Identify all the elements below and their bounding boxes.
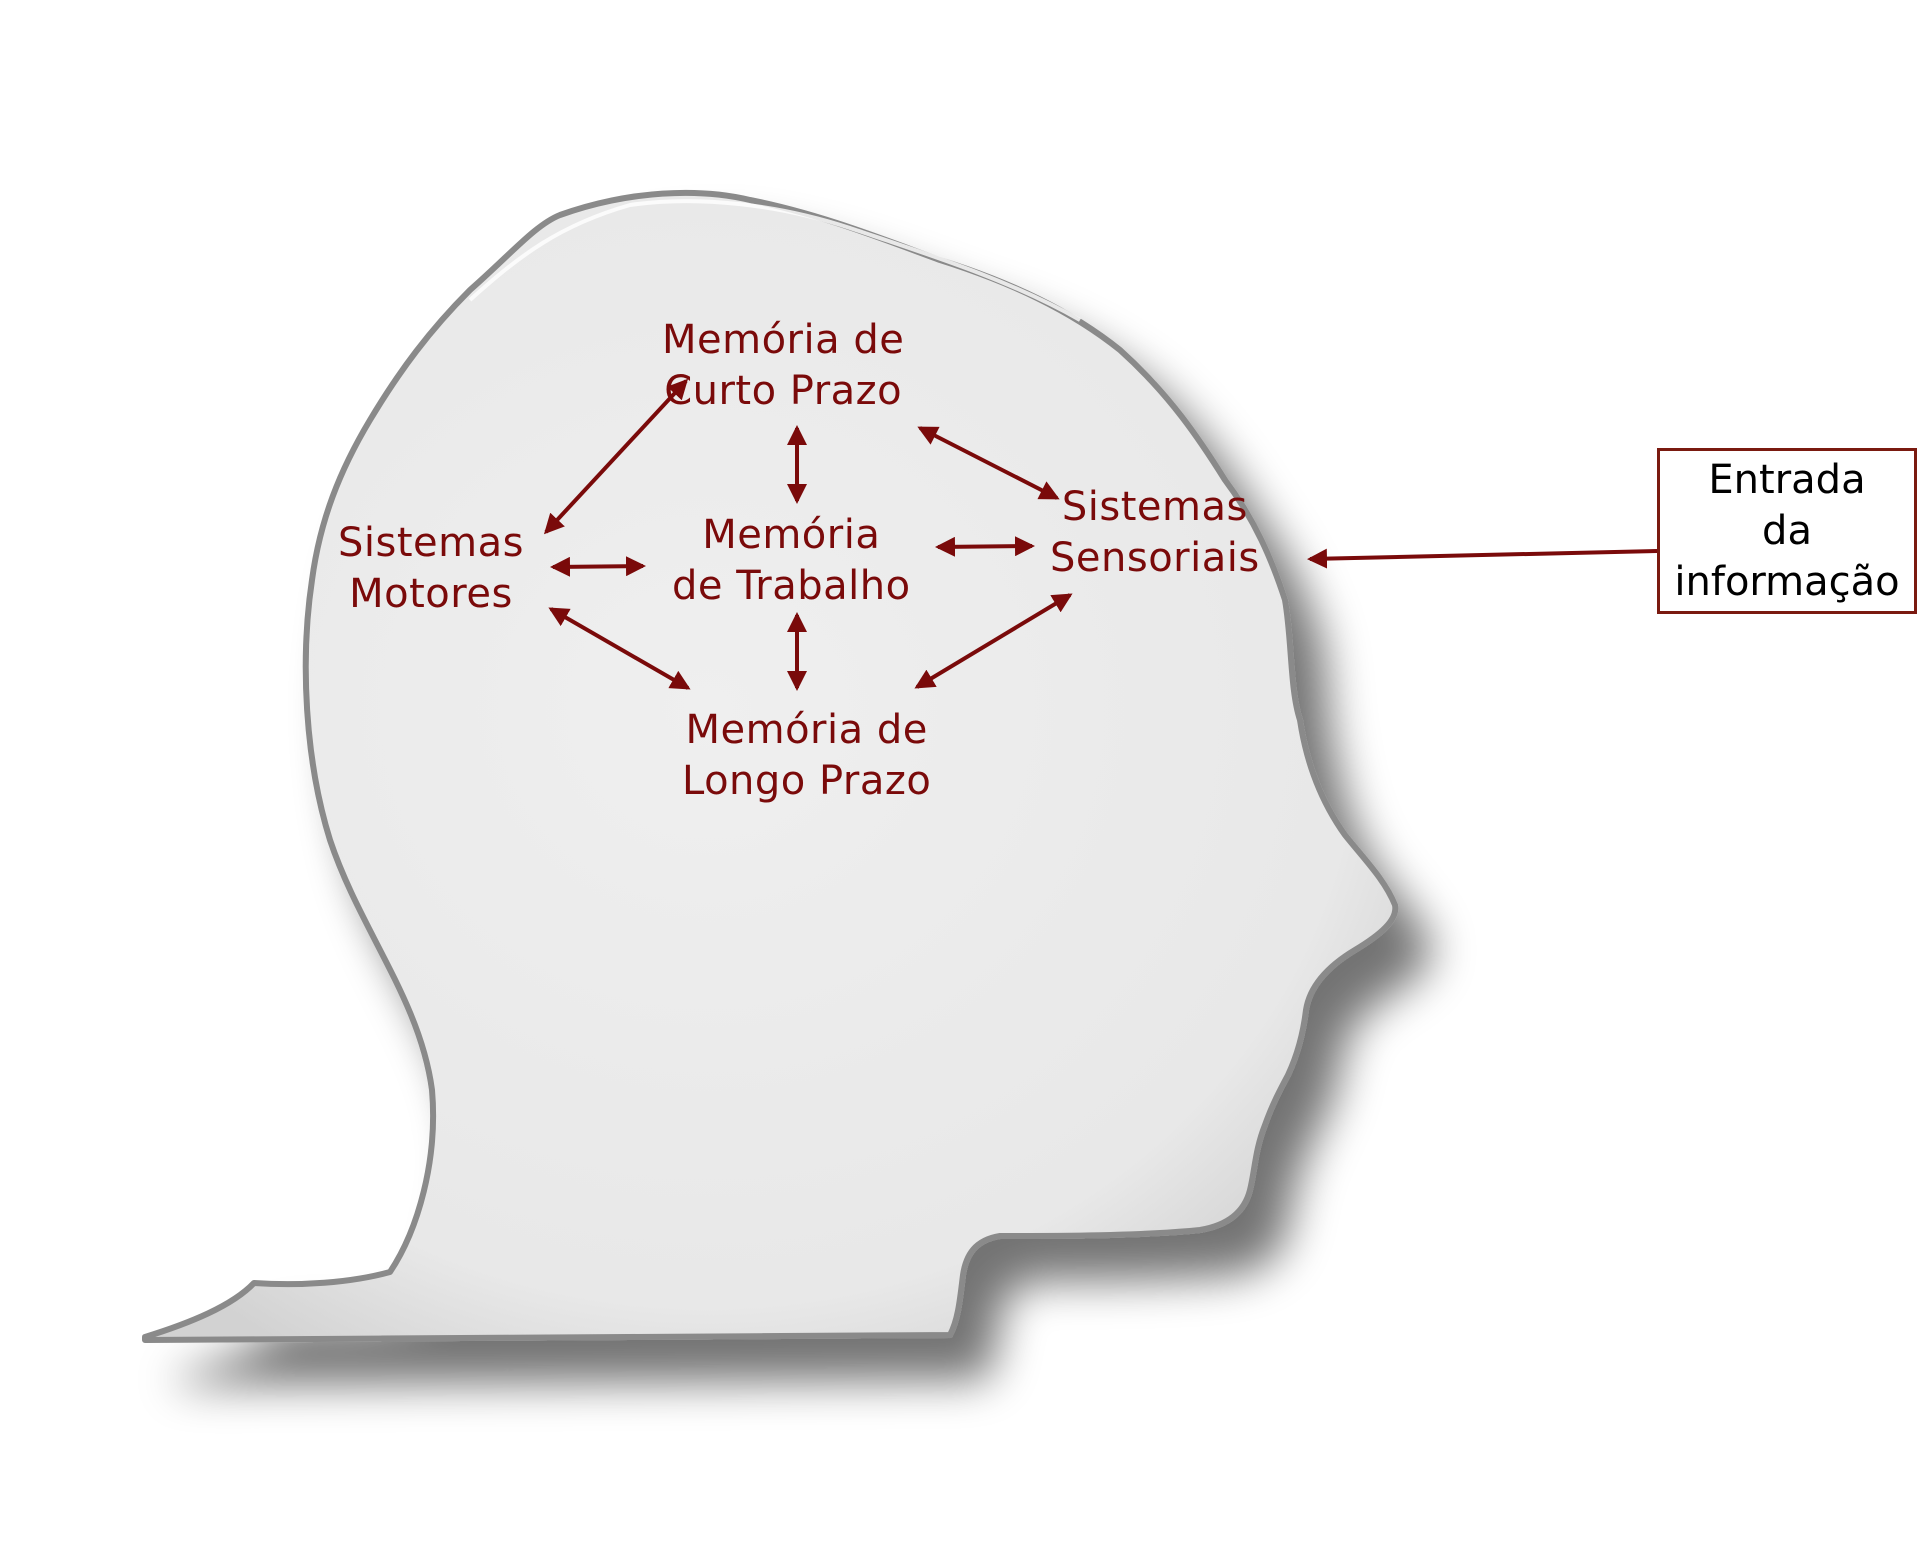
node-long-term-memory-line1: Memória de <box>685 707 928 753</box>
information-input-box: Entrada da informação <box>1657 448 1917 614</box>
node-short-term-memory-line1: Memória de <box>662 317 905 363</box>
head-highlight <box>468 199 1081 322</box>
node-short-term-memory: Memória de Curto Prazo <box>662 315 904 417</box>
input-box-line1: Entrada <box>1708 457 1866 503</box>
node-long-term-memory: Memória de Longo Prazo <box>682 705 931 807</box>
node-sensory-systems-line2: Sensoriais <box>1050 535 1260 581</box>
arrow-motor-working <box>550 556 646 577</box>
arrow-short-term-sensory <box>917 426 1060 500</box>
arrow-motor-short-term <box>543 378 689 535</box>
connector-arrows <box>543 378 1658 691</box>
node-sensory-systems: Sistemas Sensoriais <box>1050 482 1260 584</box>
input-box-line2: da <box>1762 508 1812 554</box>
node-working-memory-line2: de Trabalho <box>672 563 911 609</box>
node-long-term-memory-line2: Longo Prazo <box>682 758 932 804</box>
arrow-input-sensory <box>1307 548 1658 569</box>
node-working-memory: Memória de Trabalho <box>672 510 911 612</box>
node-short-term-memory-line2: Curto Prazo <box>664 368 903 414</box>
input-box-line3: informação <box>1674 559 1900 605</box>
node-motor-systems-line1: Sistemas <box>338 520 524 566</box>
node-motor-systems-line2: Motores <box>349 571 513 617</box>
arrow-motor-long-term <box>548 607 691 690</box>
node-sensory-systems-line1: Sistemas <box>1061 484 1248 530</box>
node-motor-systems: Sistemas Motores <box>338 518 524 620</box>
arrow-working-sensory <box>935 536 1035 557</box>
head-silhouette <box>142 189 1399 1343</box>
arrow-long-term-sensory <box>914 593 1073 689</box>
node-working-memory-line1: Memória <box>702 512 881 558</box>
